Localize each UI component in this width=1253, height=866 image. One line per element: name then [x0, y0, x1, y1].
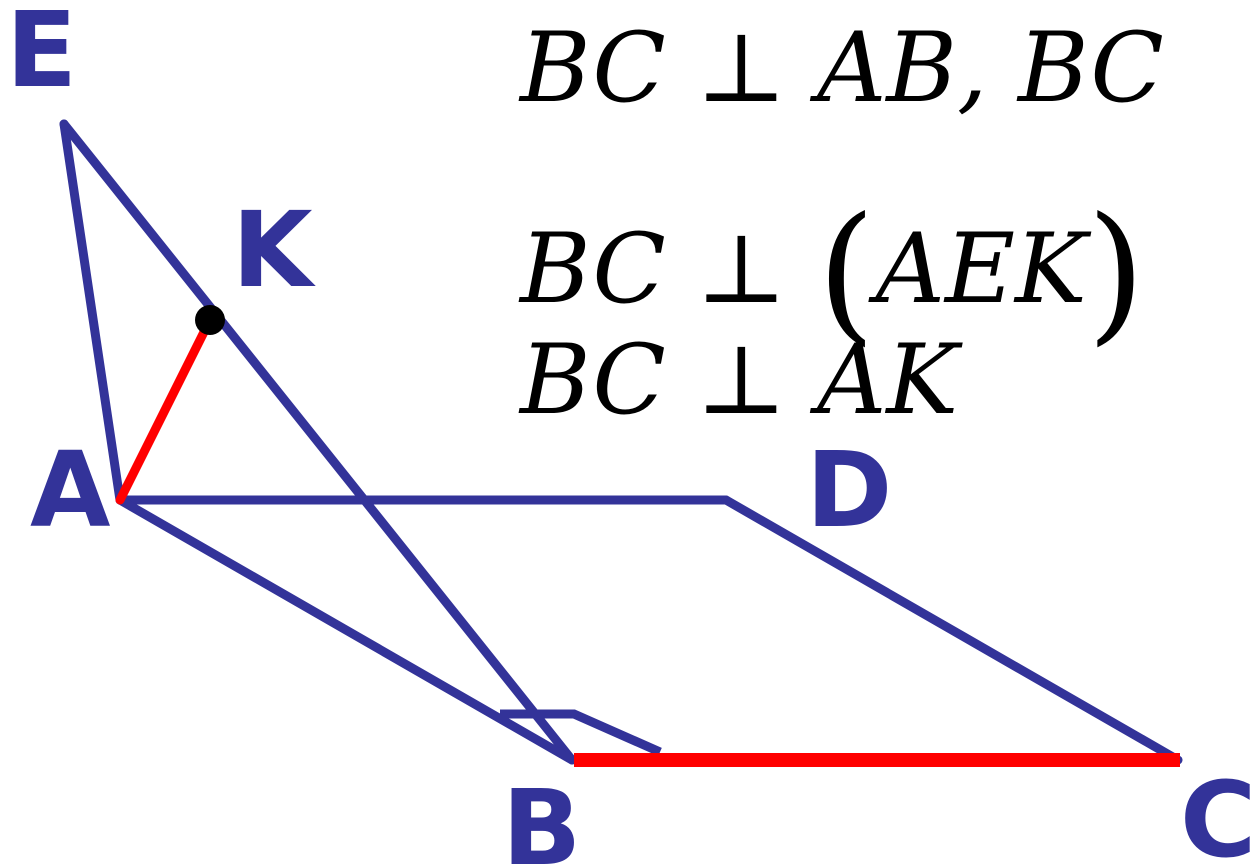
segment-AK — [115, 315, 215, 505]
label-K: K — [232, 189, 313, 311]
formula-1-lhs: BC — [520, 12, 666, 124]
formula-2-perp: ⊥ — [696, 213, 787, 325]
label-E: E — [6, 0, 78, 111]
formula-3-perp: ⊥ — [696, 324, 787, 436]
formula-2-plane: AEK — [875, 213, 1087, 325]
formula-2-lhs: BC — [520, 213, 666, 325]
label-C: C — [1180, 759, 1253, 866]
formula-3-rhs: AK — [817, 324, 959, 436]
formula-line-2: BC ⊥ (AEK) — [520, 176, 1145, 348]
edge-EA — [59, 119, 125, 505]
formula-1-rhs: AB, BC — [817, 12, 1164, 124]
label-B: B — [502, 767, 582, 866]
edge-DC — [721, 495, 1183, 765]
right-angle-marker — [500, 709, 662, 757]
label-A: A — [30, 429, 111, 551]
formula-1-perp: ⊥ — [696, 12, 787, 124]
formula-line-3: BC ⊥ AK — [520, 332, 958, 428]
formula-line-1: BC ⊥ AB, BC — [520, 20, 1164, 116]
formula-2-open-paren: ( — [817, 186, 876, 360]
edge-EB — [59, 119, 577, 765]
label-D: D — [806, 429, 893, 551]
formula-3-lhs: BC — [520, 324, 666, 436]
formula-2-close-paren: ) — [1086, 186, 1146, 360]
point-K — [195, 305, 225, 335]
edge-AB — [115, 495, 577, 765]
